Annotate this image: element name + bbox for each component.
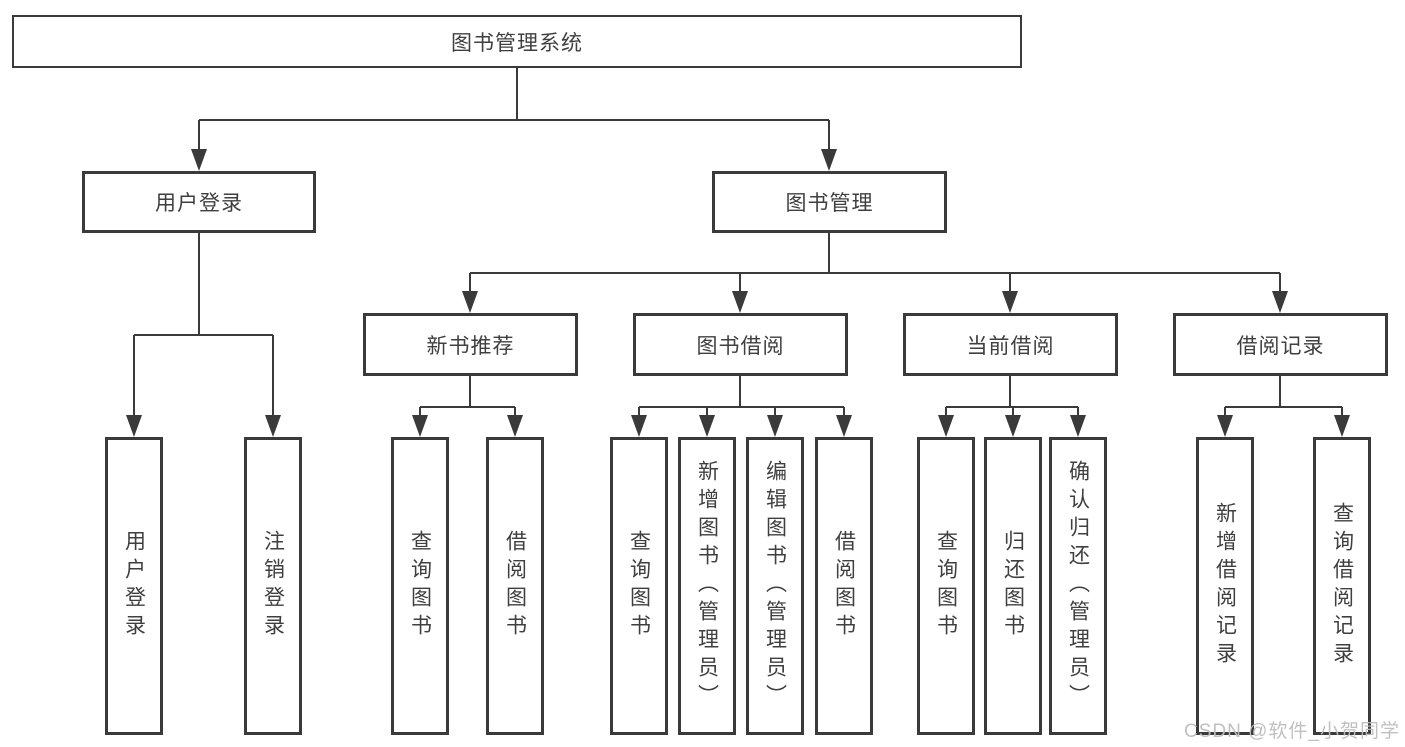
arrow-down-icon (507, 415, 523, 437)
arrow-down-icon (1002, 291, 1018, 313)
node-leaf-query-books: 查询图书 (391, 437, 449, 735)
arrow-down-icon (821, 149, 837, 171)
arrow-down-icon (1005, 415, 1021, 437)
leaf-label: 查询图书 (408, 530, 432, 642)
leaf-label: 用户登录 (122, 530, 146, 642)
node-leaf-add-borrow-record: 新增借阅记录 (1196, 437, 1254, 735)
arrow-down-icon (699, 415, 715, 437)
node-leaf-query-books: 查询图书 (917, 437, 975, 735)
arrow-down-icon (1217, 415, 1233, 437)
node-borrowing-records: 借阅记录 (1173, 313, 1388, 376)
node-leaf-borrow-books: 借阅图书 (486, 437, 544, 735)
leaf-label: 查询借阅记录 (1330, 502, 1354, 670)
arrow-down-icon (126, 415, 142, 437)
leaf-label: 注销登录 (261, 530, 285, 642)
node-leaf-confirm-return-admin: 确认归还（管理员） (1049, 437, 1107, 735)
node-leaf-borrow-books: 借阅图书 (815, 437, 873, 735)
leaf-label: 查询图书 (934, 530, 958, 642)
arrow-down-icon (265, 415, 281, 437)
node-leaf-add-books-admin: 新增图书（管理员） (678, 437, 736, 735)
leaf-label: 确认归还（管理员） (1066, 460, 1090, 712)
arrow-down-icon (1272, 291, 1288, 313)
leaf-label: 新增图书（管理员） (695, 460, 719, 712)
connector-path (133, 68, 1343, 417)
node-book-management: 图书管理 (712, 171, 947, 233)
node-leaf-edit-books-admin: 编辑图书（管理员） (746, 437, 804, 735)
arrow-down-icon (938, 415, 954, 437)
node-leaf-user-login: 用户登录 (105, 437, 163, 735)
leaf-label: 借阅图书 (832, 530, 856, 642)
arrow-down-icon (191, 149, 207, 171)
node-leaf-return-books: 归还图书 (984, 437, 1042, 735)
arrow-down-icon (732, 291, 748, 313)
arrow-down-icon (836, 415, 852, 437)
node-leaf-logout: 注销登录 (244, 437, 302, 735)
node-current-borrowing: 当前借阅 (903, 313, 1118, 376)
leaf-label: 查询图书 (627, 530, 651, 642)
node-library-management-system: 图书管理系统 (12, 15, 1022, 68)
node-user-login: 用户登录 (82, 171, 316, 233)
leaf-label: 新增借阅记录 (1213, 502, 1237, 670)
leaf-label: 归还图书 (1001, 530, 1025, 642)
node-book-borrowing: 图书借阅 (633, 313, 848, 376)
arrow-down-icon (412, 415, 428, 437)
leaf-label: 编辑图书（管理员） (763, 460, 787, 712)
node-leaf-query-borrow-record: 查询借阅记录 (1313, 437, 1371, 735)
node-leaf-query-books: 查询图书 (610, 437, 668, 735)
arrow-down-icon (631, 415, 647, 437)
csdn-watermark: CSDN @软件_小贺同学 (1184, 721, 1400, 742)
arrow-down-icon (1334, 415, 1350, 437)
arrow-down-icon (767, 415, 783, 437)
arrow-down-icon (462, 291, 478, 313)
leaf-label: 借阅图书 (503, 530, 527, 642)
arrow-down-icon (1070, 415, 1086, 437)
node-new-book-recommend: 新书推荐 (363, 313, 578, 376)
